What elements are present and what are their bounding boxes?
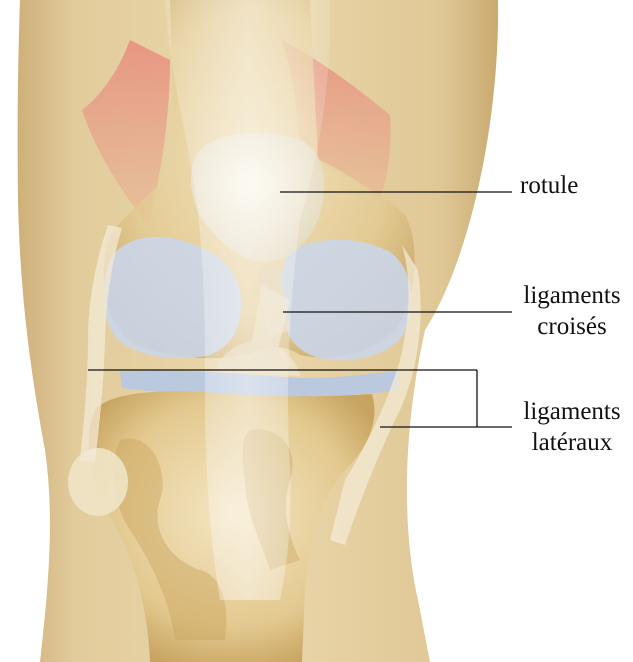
label-ligaments-croises: ligaments croisés: [512, 280, 632, 343]
label-ligaments-lateraux-line2: latéraux: [512, 427, 632, 458]
fibula-head: [68, 448, 128, 516]
label-ligaments-croises-line2: croisés: [512, 311, 632, 342]
label-rotule: rotule: [520, 170, 578, 201]
label-rotule-text: rotule: [520, 172, 578, 199]
femoral-cartilage-right: [281, 240, 411, 361]
label-ligaments-lateraux-line1: ligaments: [512, 396, 632, 427]
label-ligaments-croises-line1: ligaments: [512, 280, 632, 311]
label-ligaments-lateraux: ligaments latéraux: [512, 396, 632, 459]
